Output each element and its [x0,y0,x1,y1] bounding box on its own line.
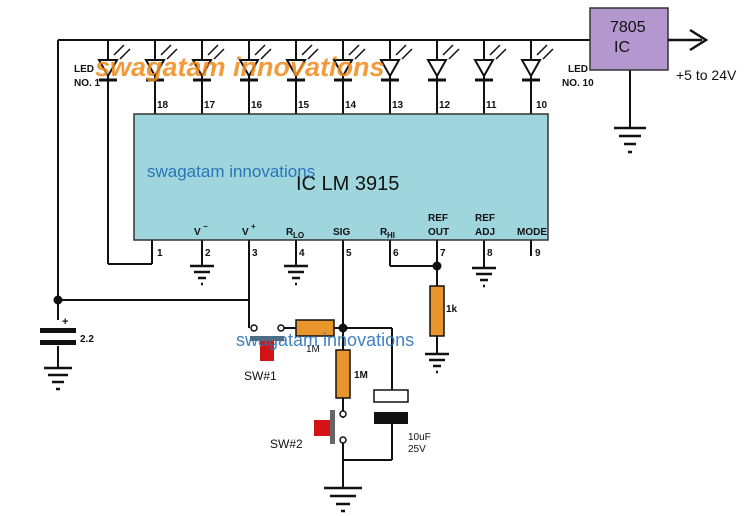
pin-numbers: 1 2 3 4 5 6 7 8 9 [157,248,541,259]
led-5 [285,44,319,82]
pin-number-4: 4 [299,248,305,259]
led-row [97,44,554,82]
led-7 [379,44,413,82]
ic-body [133,113,549,241]
led-pin-13: 13 [392,100,404,111]
pin-label-refout-2: OUT [428,227,449,238]
junction-left [53,295,63,305]
ground-icon [284,264,308,286]
watermark-top: swagatam innovations [95,52,385,82]
led-pin-18: 18 [157,100,169,111]
led-last-label-line2: NO. 10 [562,78,594,89]
pin-label-rlo-sub: LO [293,231,304,240]
resistor-pull-1m: 1M [335,349,368,399]
ground-icon [425,352,449,374]
junction-sig [338,323,348,333]
ground-icon [324,486,362,513]
pin-number-9: 9 [535,248,541,259]
pin-function-labels: V − V + R LO SIG R HI REF OUT REF ADJ MO… [194,213,547,240]
resistor-series-1m: 1M [295,319,335,355]
switch-sw1: SW#1 [244,324,285,383]
led-pin-numbers: 18 17 16 15 14 13 12 11 10 [157,100,548,111]
pin-number-6: 6 [393,248,399,259]
pin-label-refadj-2: ADJ [475,227,495,238]
pin-label-vplus: V [242,227,249,238]
sw2-label: SW#2 [270,437,303,451]
led-pin-10: 10 [536,100,548,111]
arrow-icon [689,28,709,52]
pin-label-vminus: V [194,227,201,238]
sw1-button [260,341,274,361]
junction-ref [432,261,442,271]
resistor-series-label: 1M [306,344,320,355]
capacitor-main: + 2.2 [40,316,94,345]
led-1 [97,44,131,82]
led-8 [426,44,460,82]
junction-dots [53,261,442,333]
led-first-label-line1: LED [74,64,94,75]
svg-text:+: + [251,222,256,231]
pin-label-rlo: R [286,227,294,238]
led-first-label-line2: NO. 1 [74,78,101,89]
led-pin-11: 11 [486,100,497,111]
led-9 [473,44,507,82]
ground-icon [44,366,72,391]
pin-label-refadj-1: REF [475,213,495,224]
ground-symbols [44,126,646,513]
resistor-1k-label: 1k [446,304,458,315]
pin-number-8: 8 [487,248,493,259]
pin-number-1: 1 [157,248,163,259]
led-pin-16: 16 [251,100,263,111]
led-4 [238,44,272,82]
pin-label-mode: MODE [517,227,547,238]
led-pin-17: 17 [204,100,216,111]
capacitor-timing: 10uF 25V [373,389,431,455]
ic-title: IC LM 3915 [296,173,399,195]
capacitor-main-plus: + [62,316,68,328]
ground-icon [190,264,214,286]
ground-icon [614,126,646,154]
sw2-button [314,420,330,436]
resistor-1k: 1k [429,285,458,337]
regulator-body [589,7,669,71]
pin-label-sig: SIG [333,227,350,238]
led-pin-12: 12 [439,100,451,111]
watermark-lower: swagatam innovations [236,330,414,350]
pin-label-refout-1: REF [428,213,448,224]
led-last-label-line1: LED [568,64,588,75]
sw1-label: SW#1 [244,369,277,383]
regulator-line1: 7805 [610,19,646,36]
sw1-actuator [250,336,284,341]
sw2-actuator [330,410,335,444]
ground-icon [472,266,496,288]
regulator-line2: IC [614,39,630,56]
capacitor-main-value: 2.2 [80,334,94,345]
regulator-7805: 7805 IC +5 to 24V [589,7,737,83]
switch-sw2: SW#2 [270,410,347,451]
pin-number-5: 5 [346,248,352,259]
led-2 [144,44,178,82]
led-pin-15: 15 [298,100,310,111]
supply-label: +5 to 24V [676,67,737,83]
led-6 [332,44,366,82]
pin-label-rhi-sub: HI [387,231,395,240]
pin-number-3: 3 [252,248,258,259]
capacitor-timing-value: 10uF [408,432,431,443]
pin-number-2: 2 [205,248,211,259]
led-pin-14: 14 [345,100,357,111]
led-3 [191,44,225,82]
watermark-middle: swagatam innovations [147,162,315,181]
pin-number-7: 7 [440,248,446,259]
pin-label-rhi: R [380,227,388,238]
capacitor-timing-voltage: 25V [408,444,426,455]
led-10 [520,44,554,82]
svg-text:−: − [203,222,208,231]
resistor-pull-label: 1M [354,370,368,381]
